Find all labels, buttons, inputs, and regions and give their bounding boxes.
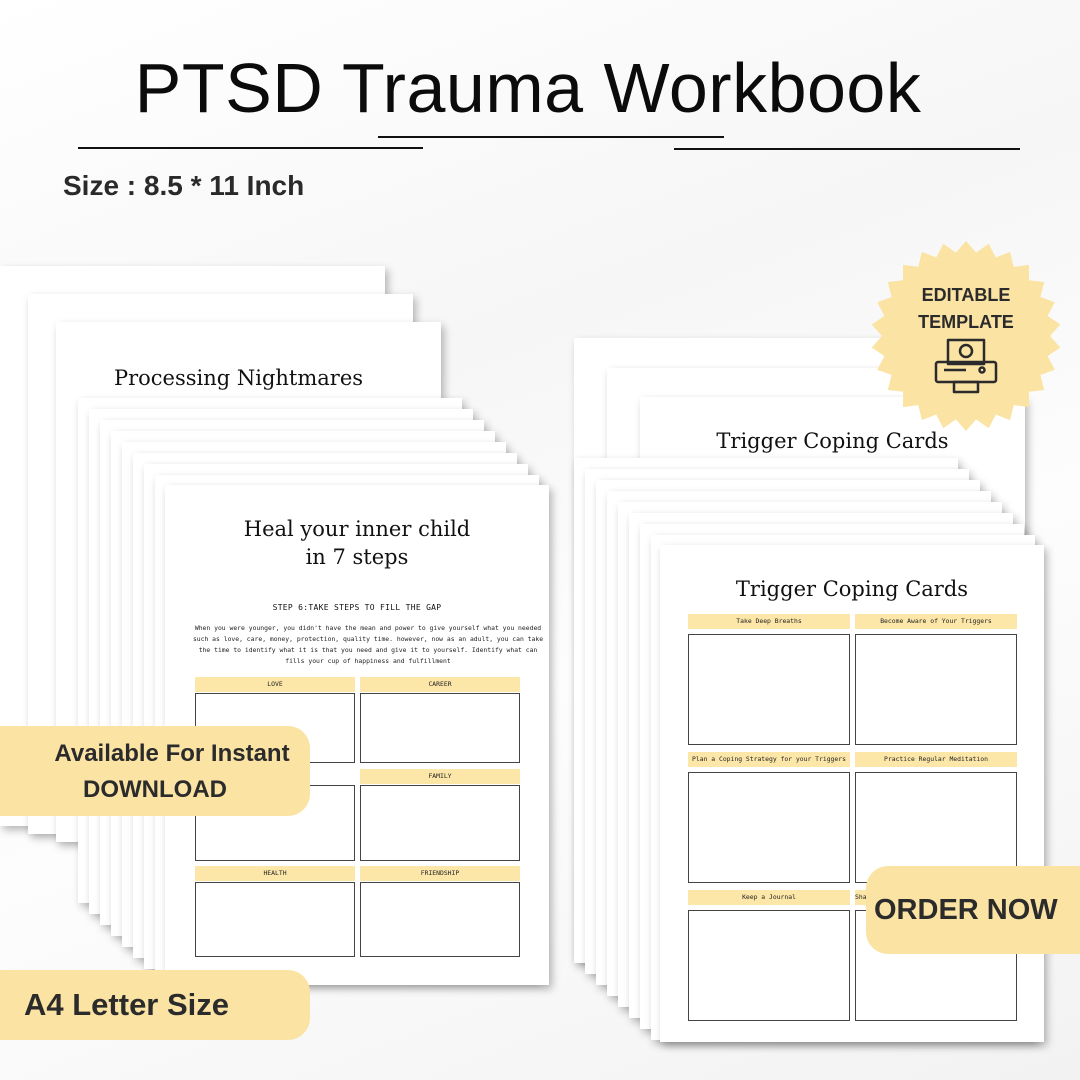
card-box bbox=[688, 634, 850, 745]
inner-child-heading: Heal your inner child in 7 steps bbox=[165, 515, 549, 571]
card-label-coping-strategy: Plan a Coping Strategy for your Triggers bbox=[688, 752, 850, 767]
trigger-cards-back-title: Trigger Coping Cards bbox=[716, 429, 949, 453]
instant-download-badge: Available For Instant DOWNLOAD bbox=[0, 726, 310, 816]
step-body: When you were younger, you didn't have t… bbox=[192, 624, 544, 665]
heading-line-1: Heal your inner child bbox=[243, 517, 471, 541]
card-box bbox=[688, 910, 850, 1021]
printer-icon bbox=[934, 338, 998, 394]
processing-nightmares-title: Processing Nightmares bbox=[113, 366, 364, 390]
badge-starburst bbox=[871, 241, 1061, 431]
card-label-aware-triggers: Become Aware of Your Triggers bbox=[855, 614, 1017, 629]
card-box bbox=[855, 634, 1017, 745]
order-now-button[interactable]: ORDER NOW bbox=[866, 866, 1080, 954]
title-rule-center bbox=[378, 136, 724, 138]
title-rule-right bbox=[674, 148, 1020, 150]
instant-line-1: Available For Instant bbox=[54, 740, 290, 767]
editable-template-label: EDITABLE TEMPLATE bbox=[870, 282, 1062, 336]
trigger-cards-title: Trigger Coping Cards bbox=[735, 577, 969, 601]
card-label-career: CAREER bbox=[360, 677, 520, 692]
title-rule-left bbox=[78, 147, 423, 149]
card-box bbox=[360, 882, 520, 957]
card-label-meditation: Practice Regular Meditation bbox=[855, 752, 1017, 767]
instant-line-2: DOWNLOAD bbox=[83, 776, 227, 803]
page-title: PTSD Trauma Workbook bbox=[134, 49, 922, 127]
heading-line-2: in 7 steps bbox=[305, 545, 409, 569]
step-title: STEP 6:TAKE STEPS TO FILL THE GAP bbox=[272, 603, 442, 612]
card-box bbox=[688, 772, 850, 883]
card-label-journal: Keep a Journal bbox=[688, 890, 850, 905]
card-label-deep-breaths: Take Deep Breaths bbox=[688, 614, 850, 629]
card-box bbox=[360, 785, 520, 861]
letter-size-badge: A4 Letter Size bbox=[0, 970, 310, 1040]
card-label-family: FAMILY bbox=[360, 769, 520, 784]
card-label-health: HEALTH bbox=[195, 866, 355, 881]
template-line: TEMPLATE bbox=[918, 312, 1014, 332]
card-box bbox=[195, 882, 355, 957]
editable-line: EDITABLE bbox=[921, 285, 1011, 305]
right-front-page: Trigger Coping Cards Take Deep Breaths B… bbox=[660, 545, 1044, 1042]
card-label-friendship: FRIENDSHIP bbox=[360, 866, 520, 881]
editable-template-badge: EDITABLE TEMPLATE bbox=[870, 240, 1062, 432]
card-box bbox=[360, 693, 520, 763]
size-label: Size : 8.5 * 11 Inch bbox=[63, 170, 305, 201]
card-label-love: LOVE bbox=[195, 677, 355, 692]
